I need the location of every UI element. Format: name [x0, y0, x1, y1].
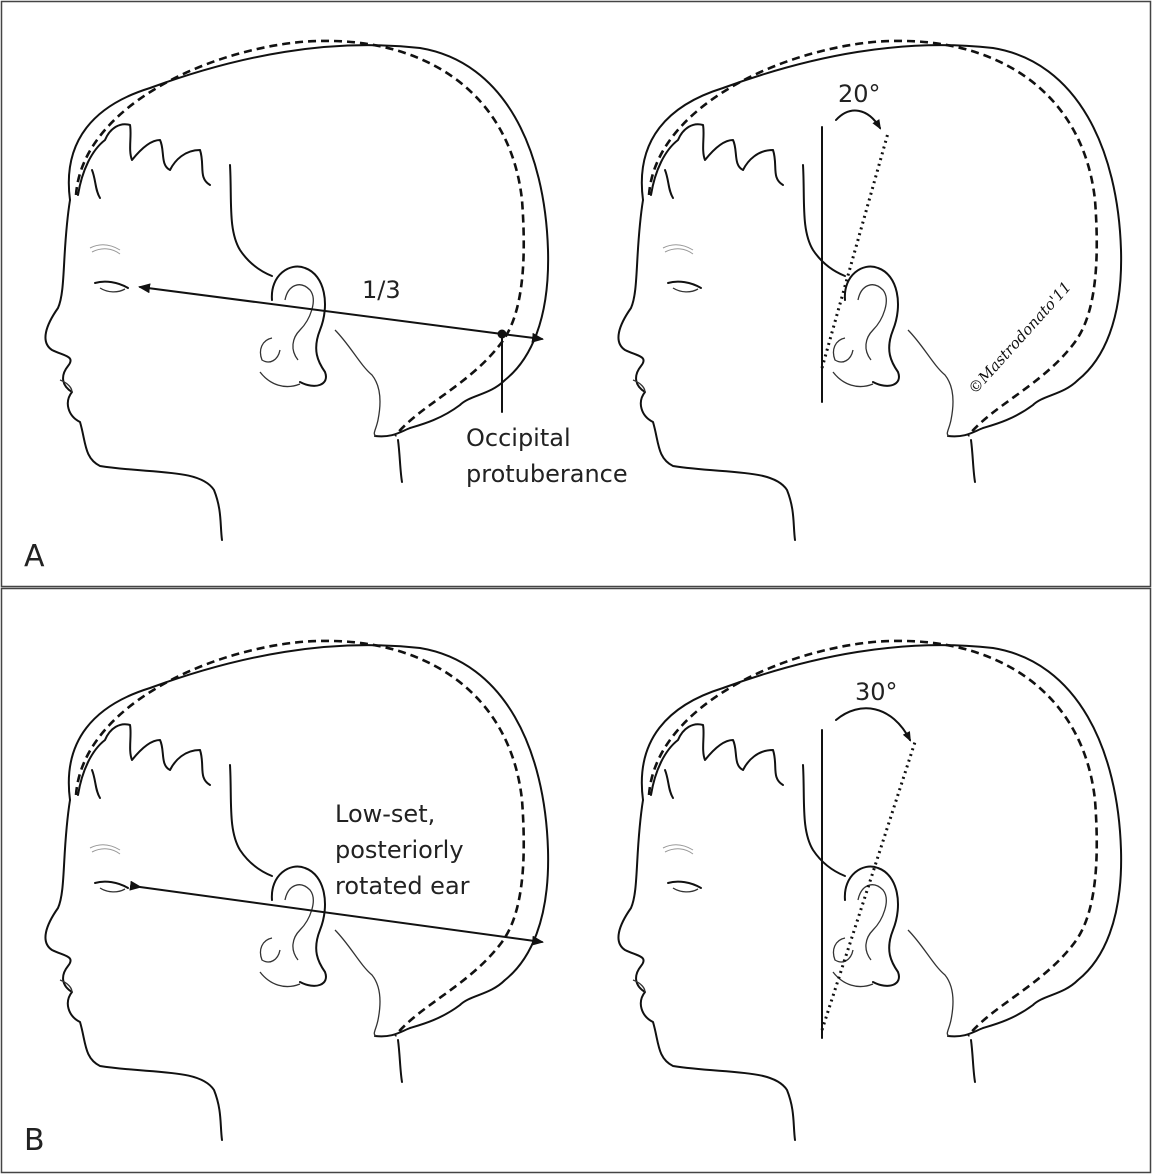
ear-axis-line-b	[820, 741, 917, 1031]
head-left-b	[44, 639, 550, 1142]
signature: ©Mastrodonato'11	[965, 278, 1075, 398]
eye-line-arrow-b	[129, 880, 544, 946]
landmark-label-1: Occipital	[466, 424, 571, 452]
ear-label-3: rotated ear	[335, 872, 470, 900]
ear-axis-line	[820, 132, 890, 369]
ear-label-2: posteriorly	[335, 836, 464, 864]
panel-a-frame	[0, 0, 1152, 588]
panel-b-frame	[0, 587, 1152, 1174]
landmark-label-2: protuberance	[466, 460, 628, 488]
head-right-b	[617, 639, 1123, 1142]
panel-b: Low-set, posteriorly rotated ear 30° B	[24, 639, 1123, 1158]
angle-label: 20°	[838, 80, 881, 108]
measurement-label: 1/3	[362, 276, 401, 304]
angle-label-b: 30°	[855, 678, 898, 706]
panel-label-b: B	[24, 1123, 45, 1158]
panel-label-a: A	[24, 539, 45, 574]
ear-label-1: Low-set,	[335, 800, 435, 828]
eye-line-arrow-tail	[501, 332, 544, 343]
eye-line-arrow	[138, 283, 503, 335]
angle-arc	[835, 109, 882, 130]
angle-arc-b	[835, 707, 911, 742]
panel-a: 1/3 Occipital protuberance 20° ©Mastrodo…	[24, 39, 1123, 574]
